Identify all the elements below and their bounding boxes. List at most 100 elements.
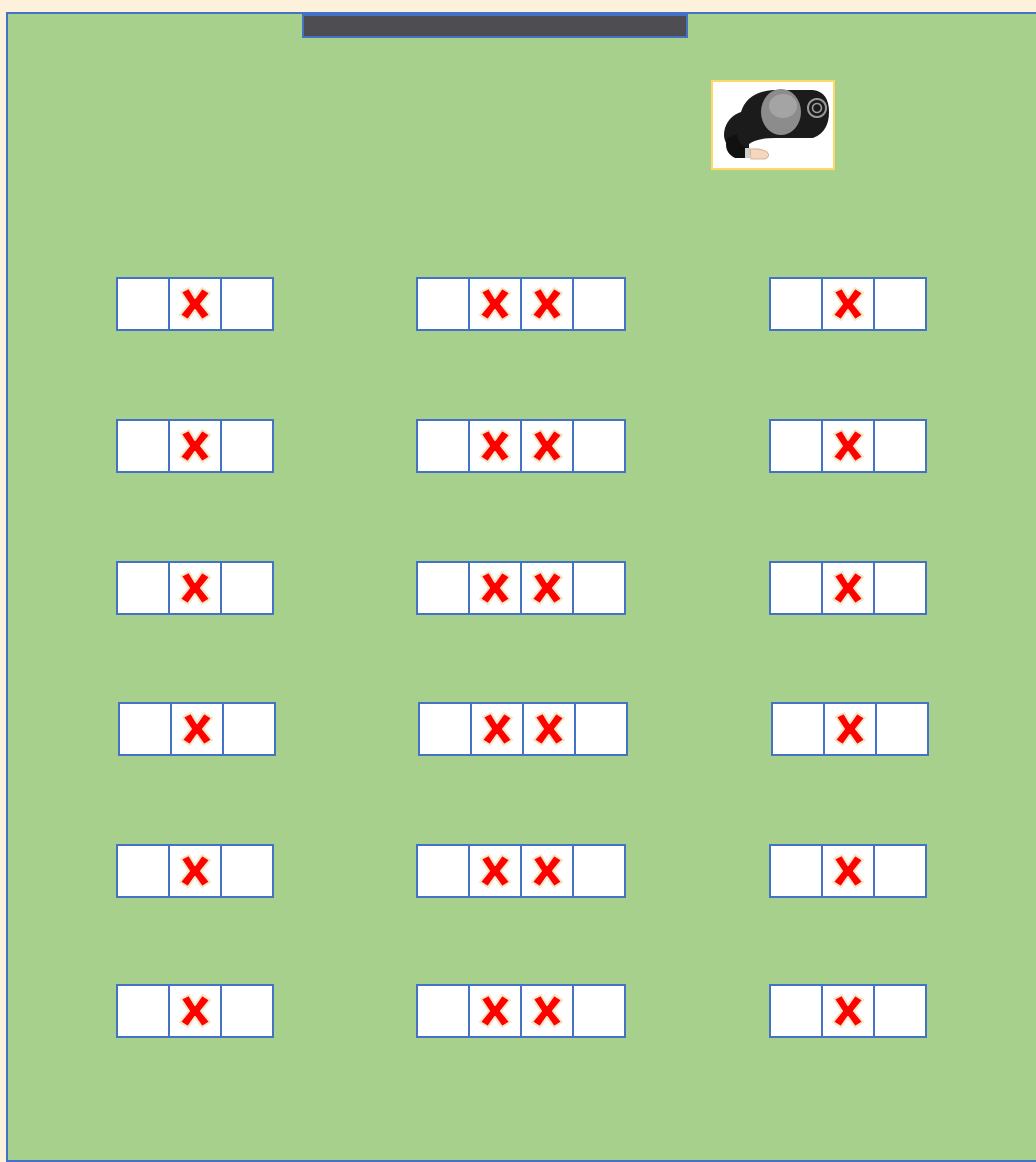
red-x-icon: [475, 991, 515, 1031]
seat-marked[interactable]: [522, 846, 572, 896]
seat-marked[interactable]: [823, 846, 873, 896]
seat-marked[interactable]: [472, 704, 522, 754]
seat-empty[interactable]: [118, 421, 168, 471]
seat-marked[interactable]: [825, 704, 875, 754]
seat-marked[interactable]: [823, 421, 873, 471]
red-x-icon: [475, 568, 515, 608]
seat-marked[interactable]: [170, 279, 220, 329]
seat-marked[interactable]: [170, 986, 220, 1036]
red-x-icon: [175, 568, 215, 608]
seat-empty[interactable]: [773, 704, 823, 754]
desk-row-2-group-1: [116, 419, 274, 473]
seat-marked[interactable]: [470, 563, 520, 613]
desk-row-5-group-2: [416, 844, 626, 898]
desk-row-2-group-3: [769, 419, 927, 473]
seat-empty[interactable]: [875, 421, 925, 471]
red-x-icon: [527, 426, 567, 466]
seat-empty[interactable]: [574, 563, 624, 613]
seat-empty[interactable]: [222, 421, 272, 471]
seat-empty[interactable]: [574, 986, 624, 1036]
seat-empty[interactable]: [222, 986, 272, 1036]
seat-marked[interactable]: [170, 846, 220, 896]
seat-empty[interactable]: [574, 279, 624, 329]
red-x-icon: [475, 851, 515, 891]
seat-empty[interactable]: [118, 986, 168, 1036]
red-x-icon: [475, 426, 515, 466]
red-x-icon: [529, 709, 569, 749]
seat-marked[interactable]: [170, 563, 220, 613]
seat-marked[interactable]: [470, 986, 520, 1036]
seat-empty[interactable]: [875, 846, 925, 896]
red-x-icon: [477, 709, 517, 749]
red-x-icon: [527, 568, 567, 608]
red-x-icon: [527, 991, 567, 1031]
seat-empty[interactable]: [222, 279, 272, 329]
seat-marked[interactable]: [522, 421, 572, 471]
seat-empty[interactable]: [418, 846, 468, 896]
red-x-icon: [475, 284, 515, 324]
seat-empty[interactable]: [877, 704, 927, 754]
seat-marked[interactable]: [470, 421, 520, 471]
seat-empty[interactable]: [771, 846, 821, 896]
teacher-at-desk-icon: [711, 80, 835, 170]
red-x-icon: [828, 851, 868, 891]
red-x-icon: [828, 568, 868, 608]
seat-empty[interactable]: [418, 421, 468, 471]
seat-empty[interactable]: [771, 986, 821, 1036]
seat-empty[interactable]: [224, 704, 274, 754]
seat-marked[interactable]: [823, 563, 873, 613]
desk-row-3-group-3: [769, 561, 927, 615]
seat-empty[interactable]: [875, 563, 925, 613]
red-x-icon: [175, 284, 215, 324]
seat-marked[interactable]: [172, 704, 222, 754]
red-x-icon: [175, 426, 215, 466]
seat-empty[interactable]: [574, 421, 624, 471]
desk-row-4-group-2: [418, 702, 628, 756]
desk-row-1-group-2: [416, 277, 626, 331]
seat-empty[interactable]: [771, 421, 821, 471]
desk-row-6-group-3: [769, 984, 927, 1038]
seat-empty[interactable]: [118, 279, 168, 329]
seat-empty[interactable]: [418, 279, 468, 329]
desk-row-3-group-2: [416, 561, 626, 615]
seat-marked[interactable]: [524, 704, 574, 754]
seat-marked[interactable]: [522, 986, 572, 1036]
seat-empty[interactable]: [875, 279, 925, 329]
seat-empty[interactable]: [118, 846, 168, 896]
seat-empty[interactable]: [875, 986, 925, 1036]
seat-empty[interactable]: [418, 563, 468, 613]
seat-empty[interactable]: [771, 563, 821, 613]
seat-marked[interactable]: [470, 279, 520, 329]
seat-empty[interactable]: [574, 846, 624, 896]
seat-marked[interactable]: [823, 279, 873, 329]
desk-row-6-group-1: [116, 984, 274, 1038]
classroom-floor: [6, 12, 1036, 1162]
desk-row-6-group-2: [416, 984, 626, 1038]
desk-row-1-group-1: [116, 277, 274, 331]
desk-row-4-group-3: [771, 702, 929, 756]
red-x-icon: [175, 851, 215, 891]
desk-row-5-group-1: [116, 844, 274, 898]
seat-marked[interactable]: [823, 986, 873, 1036]
red-x-icon: [175, 991, 215, 1031]
red-x-icon: [828, 991, 868, 1031]
seat-empty[interactable]: [222, 846, 272, 896]
desk-row-4-group-1: [118, 702, 276, 756]
seat-empty[interactable]: [771, 279, 821, 329]
seat-empty[interactable]: [418, 986, 468, 1036]
red-x-icon: [830, 709, 870, 749]
desk-row-2-group-2: [416, 419, 626, 473]
seat-marked[interactable]: [522, 279, 572, 329]
seat-marked[interactable]: [522, 563, 572, 613]
red-x-icon: [828, 426, 868, 466]
seat-marked[interactable]: [170, 421, 220, 471]
seat-empty[interactable]: [576, 704, 626, 754]
red-x-icon: [177, 709, 217, 749]
red-x-icon: [527, 851, 567, 891]
seat-empty[interactable]: [118, 563, 168, 613]
seat-marked[interactable]: [470, 846, 520, 896]
seat-empty[interactable]: [420, 704, 470, 754]
seat-empty[interactable]: [222, 563, 272, 613]
seat-empty[interactable]: [120, 704, 170, 754]
blackboard: [302, 14, 688, 38]
